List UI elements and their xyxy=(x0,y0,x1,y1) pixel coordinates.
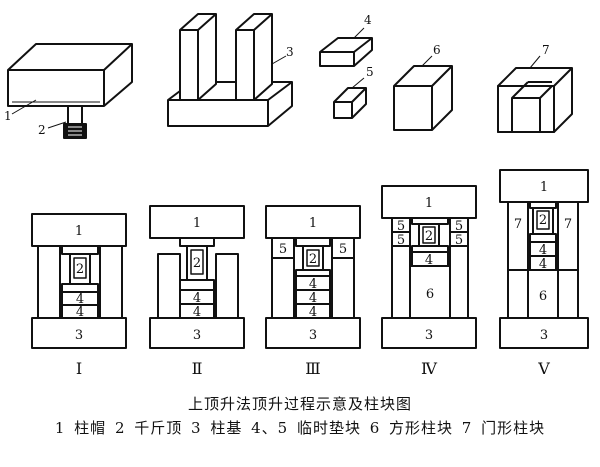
cap-label: 1 xyxy=(75,224,83,239)
base-label: 3 xyxy=(309,328,317,343)
cap-label: 1 xyxy=(309,216,317,231)
jacking-process-diagram: 1 2 3 4 5 6 7 1 2 4 4 3 1 2 4 4 3 1 5 5 … xyxy=(4,13,589,378)
label-1-top: 1 xyxy=(4,109,12,123)
stage-1 xyxy=(31,213,127,349)
pad-4-illustration xyxy=(319,37,373,67)
label-3-top: 3 xyxy=(286,45,294,59)
pad4-label: 4 xyxy=(193,291,201,306)
stage-2 xyxy=(149,205,245,349)
figure-legend: 1 柱帽 2 千斤顶 3 柱基 4、5 临时垫块 6 方形柱块 7 门形柱块 xyxy=(54,419,546,437)
base-label: 3 xyxy=(75,328,83,343)
pad-5-illustration xyxy=(333,87,367,119)
pad4-label: 4 xyxy=(539,243,547,258)
stage-3 xyxy=(265,205,361,349)
base-label: 3 xyxy=(540,328,548,343)
pad5-label: 5 xyxy=(455,219,463,234)
column-cap-illustration xyxy=(7,43,133,107)
jack-label: 2 xyxy=(193,256,201,271)
stage-numeral: Ⅲ xyxy=(305,359,320,378)
pad5-label: 5 xyxy=(279,242,287,257)
figure-title: 上顶升法顶升过程示意及柱块图 xyxy=(187,395,412,413)
pad4-label: 4 xyxy=(193,305,201,320)
stage-5 xyxy=(499,169,589,349)
jack-label: 2 xyxy=(425,229,433,244)
stage-numeral: Ⅱ xyxy=(192,359,203,378)
square-label: 6 xyxy=(539,289,547,304)
pad5-label: 5 xyxy=(455,233,463,248)
stage-4 xyxy=(381,185,477,349)
base-label: 3 xyxy=(425,328,433,343)
stage-numeral: Ⅰ xyxy=(76,359,82,378)
pad4-label: 4 xyxy=(309,277,317,292)
label-7-top: 7 xyxy=(542,43,550,57)
cap-label: 1 xyxy=(425,196,433,211)
pad5-label: 5 xyxy=(339,242,347,257)
label-5-top: 5 xyxy=(366,65,374,79)
door-label: 7 xyxy=(564,217,572,232)
jack-label: 2 xyxy=(76,262,84,277)
column-base-illustration xyxy=(167,13,293,127)
pad4-label: 4 xyxy=(309,305,317,320)
label-4-top: 4 xyxy=(364,13,372,27)
cap-label: 1 xyxy=(193,216,201,231)
square-block-illustration xyxy=(393,65,453,131)
pad4-label: 4 xyxy=(76,292,84,307)
pad4-label: 4 xyxy=(425,253,433,268)
door-block-illustration xyxy=(497,67,573,133)
pad4-label: 4 xyxy=(309,291,317,306)
pad5-label: 5 xyxy=(397,219,405,234)
door-label: 7 xyxy=(514,217,522,232)
label-2-top: 2 xyxy=(38,123,46,137)
square-label: 6 xyxy=(426,287,434,302)
cap-label: 1 xyxy=(540,180,548,195)
pad4-label: 4 xyxy=(76,305,84,320)
stage-numeral: Ⅴ xyxy=(537,359,550,378)
jack-label: 2 xyxy=(309,252,317,267)
stage-numeral: Ⅳ xyxy=(421,359,438,378)
jack-label: 2 xyxy=(539,213,547,228)
base-label: 3 xyxy=(193,328,201,343)
pad5-label: 5 xyxy=(397,233,405,248)
jack-illustration xyxy=(63,105,87,139)
label-6-top: 6 xyxy=(433,43,441,57)
pad4-label: 4 xyxy=(539,257,547,272)
